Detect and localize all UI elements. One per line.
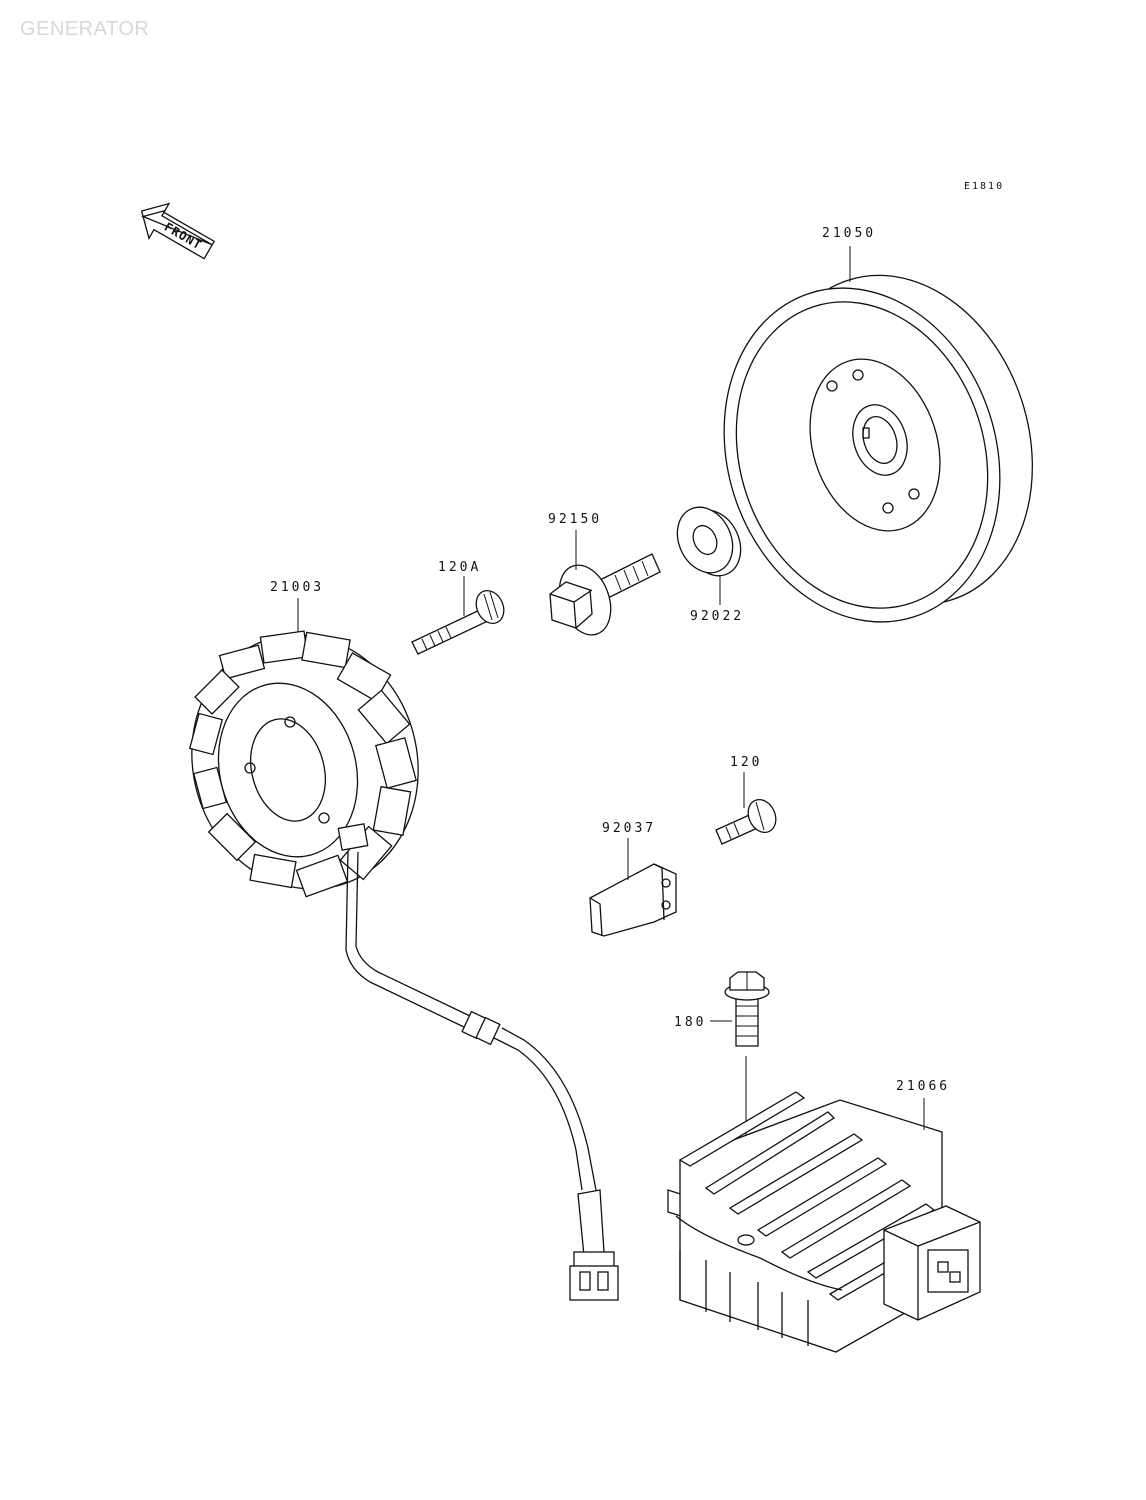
wire-clamp — [589, 863, 677, 937]
part-label-bolt-180: 180 — [674, 1015, 706, 1030]
part-label-flange-bolt: 92150 — [548, 512, 602, 527]
part-label-bolt-120: 120 — [730, 755, 762, 770]
part-label-washer: 92022 — [690, 609, 744, 624]
socket-bolt-120a — [411, 589, 505, 655]
page-title: GENERATOR — [20, 18, 150, 40]
flange-bolt — [549, 553, 661, 636]
part-label-stator: 21003 — [270, 580, 324, 595]
bolt-120 — [715, 798, 777, 845]
stator-wire-harness — [345, 851, 619, 1301]
flywheel-rotor — [723, 274, 1033, 623]
regulator-rectifier — [667, 1091, 981, 1353]
part-label-flywheel: 21050 — [822, 226, 876, 241]
part-label-regulator: 21066 — [896, 1079, 950, 1094]
stator-coil — [188, 630, 419, 898]
front-arrow-icon: FRONT — [140, 202, 216, 260]
washer — [676, 506, 742, 577]
part-label-wire-clamp: 92037 — [602, 821, 656, 836]
flange-bolt-180 — [724, 971, 770, 1047]
part-label-socket-bolt-a: 120A — [438, 560, 481, 575]
diagram-code: E1810 — [964, 181, 1004, 192]
